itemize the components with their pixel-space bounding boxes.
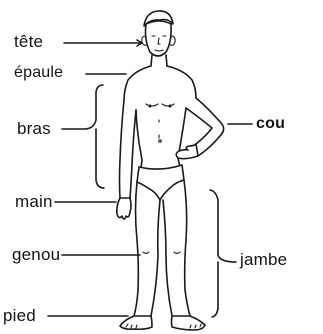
label-main: main (15, 193, 53, 211)
label-jambe: jambe (240, 251, 287, 269)
label-tete: tête (14, 33, 43, 51)
label-bras: bras (17, 120, 51, 138)
label-epaule: épaule (14, 64, 63, 82)
jambe-bracket (210, 190, 236, 317)
label-cou: cou (256, 115, 285, 133)
bras-bracket (62, 85, 104, 188)
label-genou: genou (12, 246, 60, 264)
label-pied: pied (3, 307, 36, 325)
